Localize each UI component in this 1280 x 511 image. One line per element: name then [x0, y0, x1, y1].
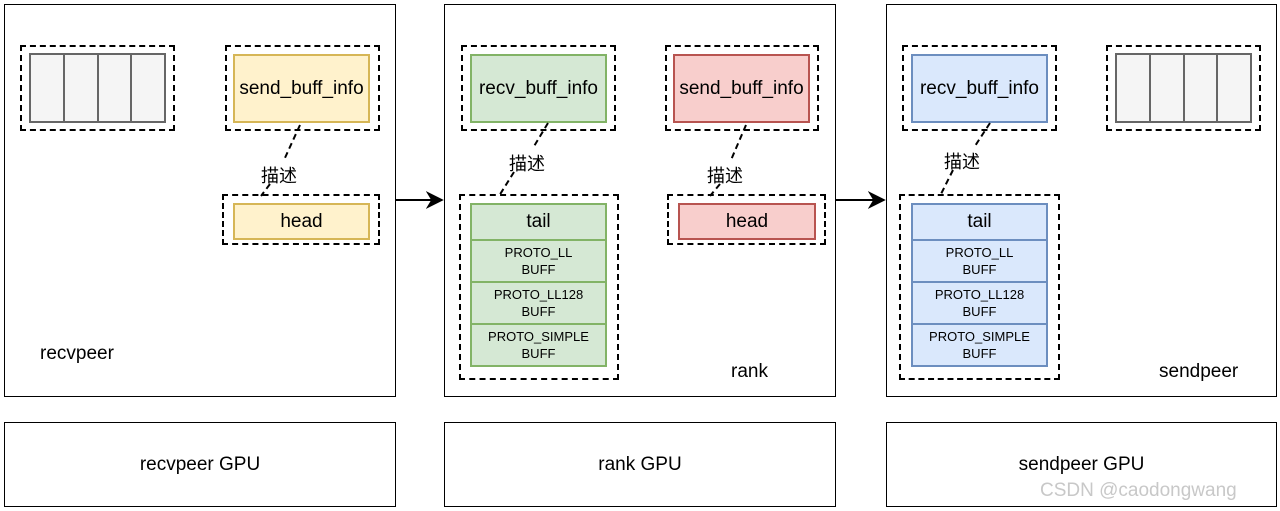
buff-name: PROTO_SIMPLE: [929, 329, 1030, 344]
sendpeer-proto-ll-buff: PROTO_LL BUFF: [911, 239, 1048, 283]
rank-panel-label: rank: [731, 361, 768, 382]
recvpeer-send-buff-info: send_buff_info: [233, 54, 370, 123]
sendpeer-recv-buff-info: recv_buff_info: [911, 54, 1048, 123]
rank-proto-ll128-buff: PROTO_LL128 BUFF: [470, 281, 607, 325]
tail-label: tail: [526, 211, 551, 232]
buff-name: PROTO_LL128: [493, 287, 584, 302]
buff-name: PROTO_LL: [945, 245, 1014, 260]
sendpeer-tail-stack: tail PROTO_LL BUFF PROTO_LL128 BUFF PROT…: [911, 203, 1048, 367]
buffer-cell: [1216, 53, 1252, 123]
sendpeer-buffer-array: [1115, 53, 1252, 123]
recvpeer-head-group: [222, 194, 380, 245]
sendpeer-panel-label: sendpeer: [1159, 361, 1239, 382]
rank-gpu-box: rank GPU: [444, 422, 836, 507]
recvpeer-panel-label: recvpeer: [40, 343, 114, 364]
rank-proto-ll-buff: PROTO_LL BUFF: [470, 239, 607, 283]
buffer-cell: [29, 53, 65, 123]
recvpeer-gpu-box: recvpeer GPU: [4, 422, 396, 507]
rank-send-buff-info: send_buff_info: [673, 54, 810, 123]
buffer-cell: [130, 53, 166, 123]
sendpeer-tail: tail: [911, 203, 1048, 241]
sendpeer-proto-simple-buff: PROTO_SIMPLE BUFF: [911, 323, 1048, 367]
recvpeer-send-buff-info-group: [225, 45, 380, 131]
tail-label: tail: [967, 211, 992, 232]
buff-suffix: BUFF: [962, 346, 997, 361]
rank-recv-desc-label: 描述: [509, 154, 545, 174]
send-buff-info-label: send_buff_info: [239, 77, 364, 99]
rank-tail-stack: tail PROTO_LL BUFF PROTO_LL128 BUFF PROT…: [470, 203, 607, 367]
rank-recv-buff-info: recv_buff_info: [470, 54, 607, 123]
send-buff-info-label: send_buff_info: [679, 77, 804, 99]
watermark: CSDN @caodongwang: [1040, 480, 1237, 501]
buff-suffix: BUFF: [962, 304, 997, 319]
recvpeer-buffer-group: [20, 45, 175, 131]
rank-head-group: [667, 194, 826, 245]
rank-proto-simple-buff: PROTO_SIMPLE BUFF: [470, 323, 607, 367]
recvpeer-buffer-array: [29, 53, 166, 123]
recv-buff-info-label: recv_buff_info: [919, 77, 1039, 99]
sendpeer-proto-ll128-buff: PROTO_LL128 BUFF: [911, 281, 1048, 325]
buff-suffix: BUFF: [962, 262, 997, 277]
rank-gpu-label: rank GPU: [598, 453, 682, 475]
buffer-cell: [96, 53, 133, 123]
sendpeer-tail-group: [899, 194, 1060, 380]
sendpeer-gpu-box: sendpeer GPU: [886, 422, 1277, 507]
rank-tail-group: [459, 194, 619, 380]
head-label: head: [280, 210, 323, 232]
buffer-cell: [1148, 53, 1185, 123]
buff-name: PROTO_LL: [504, 245, 573, 260]
buff-suffix: BUFF: [521, 262, 556, 277]
recvpeer-gpu-label: recvpeer GPU: [139, 453, 261, 475]
head-label: head: [725, 210, 769, 232]
recv-buff-info-label: recv_buff_info: [478, 77, 598, 99]
rank-tail: tail: [470, 203, 607, 241]
rank-send-desc-label: 描述: [707, 166, 743, 186]
buff-suffix: BUFF: [521, 346, 556, 361]
recvpeer-head: head: [233, 203, 370, 240]
sendpeer-desc-label: 描述: [944, 152, 980, 172]
buff-name: PROTO_SIMPLE: [488, 329, 589, 344]
rank-head: head: [678, 203, 816, 240]
buffer-cell: [1115, 53, 1151, 123]
buff-suffix: BUFF: [521, 304, 556, 319]
buffer-cell: [62, 53, 99, 123]
buffer-cell: [1182, 53, 1219, 123]
buff-name: PROTO_LL128: [934, 287, 1025, 302]
sendpeer-gpu-label: sendpeer GPU: [1018, 453, 1145, 475]
recvpeer-desc-label: 描述: [261, 166, 297, 186]
sendpeer-buffer-group: [1106, 45, 1261, 131]
